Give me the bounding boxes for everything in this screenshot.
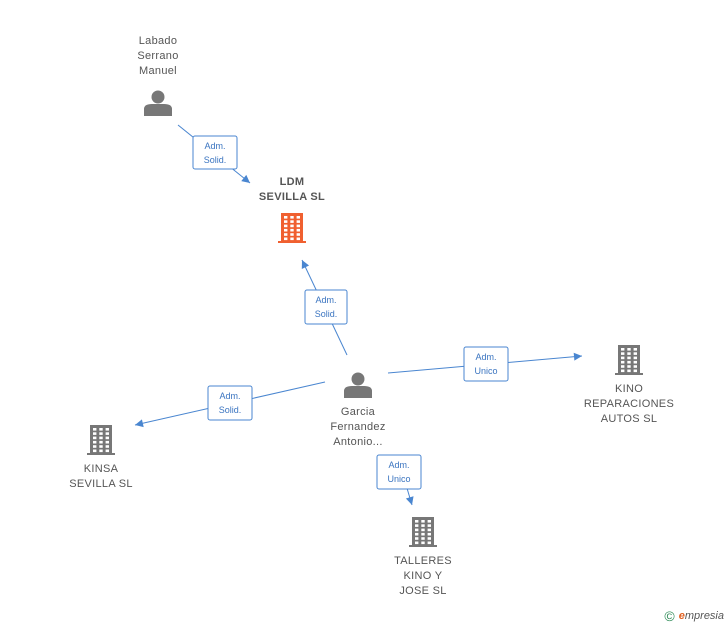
- edge-label-text: Adm.: [204, 141, 225, 151]
- edge-label-text: Adm.: [388, 460, 409, 470]
- node-label: KINO: [615, 383, 643, 395]
- edge-label-text: Solid.: [315, 309, 338, 319]
- edge-label-box: [304, 289, 348, 325]
- node-ldm[interactable]: LDM SEVILLA SL: [259, 176, 325, 243]
- arrowhead-icon: [135, 419, 144, 428]
- building-icon: [409, 517, 437, 547]
- edge-label-box: [463, 346, 509, 382]
- arrowhead-icon: [573, 352, 582, 361]
- node-label: SEVILLA SL: [69, 478, 133, 490]
- edge-label-box: [376, 454, 422, 490]
- node-label: Labado: [139, 35, 178, 47]
- arrowhead-icon: [241, 174, 250, 183]
- node-label: AUTOS SL: [601, 413, 658, 425]
- node-kino[interactable]: KINO REPARACIONES AUTOS SL: [584, 345, 674, 425]
- brand-logo-text: mpresia: [684, 610, 724, 622]
- arrowhead-icon: [405, 496, 414, 505]
- edge-garcia-kinsa: Adm. Solid.: [134, 381, 326, 428]
- node-talleres[interactable]: TALLERES KINO Y JOSE SL: [394, 517, 452, 597]
- node-label: KINSA: [84, 463, 119, 475]
- node-label: Garcia: [341, 406, 376, 418]
- edge-label-text: Solid.: [204, 155, 227, 165]
- node-label: Manuel: [139, 65, 177, 77]
- node-label: Fernandez: [330, 421, 385, 433]
- footer-brand: © empresia: [664, 608, 724, 624]
- person-icon: [144, 90, 172, 116]
- node-label: TALLERES: [394, 555, 452, 567]
- building-icon: [87, 425, 115, 455]
- node-garcia[interactable]: GarciaFernandezAntonio...: [330, 372, 385, 449]
- node-label: KINO Y: [404, 570, 443, 582]
- edge-label-text: Unico: [474, 366, 497, 376]
- arrowhead-icon: [301, 260, 310, 269]
- copyright-icon: ©: [664, 608, 675, 624]
- node-label: JOSE SL: [399, 585, 446, 597]
- edge-labado-ldm: Adm. Solid.: [177, 124, 251, 184]
- edge-garcia-talleres: Adm. Unico: [376, 454, 422, 506]
- node-kinsa[interactable]: KINSA SEVILLA SL: [69, 425, 133, 490]
- edge-label-text: Adm.: [315, 295, 336, 305]
- edge-label-text: Unico: [387, 474, 410, 484]
- node-label: Serrano: [137, 50, 178, 62]
- person-icon: [344, 372, 372, 398]
- building-icon: [615, 345, 643, 375]
- edge-label-text: Adm.: [475, 352, 496, 362]
- edge-label-box: [207, 385, 253, 421]
- edge-garcia-kino: Adm. Unico: [387, 346, 583, 382]
- edge-label-text: Solid.: [219, 405, 242, 415]
- node-label: REPARACIONES: [584, 398, 674, 410]
- brand-logo-initial: e: [678, 610, 685, 622]
- building-icon: [278, 213, 306, 243]
- node-label: SEVILLA SL: [259, 191, 325, 203]
- edge-label-text: Adm.: [219, 391, 240, 401]
- node-label: Antonio...: [333, 436, 382, 448]
- edge-label-box: [192, 135, 238, 170]
- node-label: LDM: [280, 176, 305, 188]
- edge-garcia-ldm: Adm. Solid.: [301, 259, 348, 356]
